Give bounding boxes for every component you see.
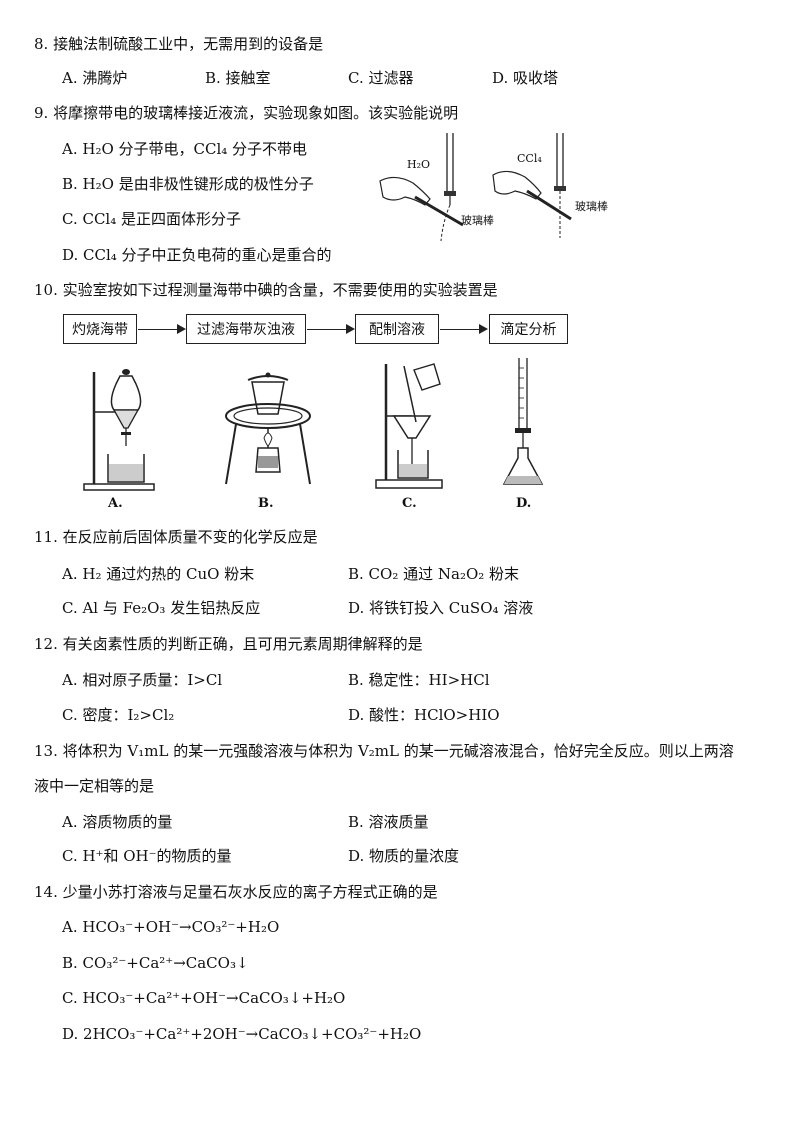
- q11-stem: 11. 在反应前后固体质量不变的化学反应是: [34, 528, 318, 546]
- flow-step-titration: 滴定分析: [489, 314, 568, 344]
- q13-stem-line2: 液中一定相等的是: [34, 777, 155, 795]
- q9-ccl4-label: CCl₄: [517, 152, 542, 165]
- apparatus-d-label: D.: [516, 496, 532, 511]
- apparatus-b-label: B.: [258, 496, 274, 511]
- flow-step-filter: 过滤海带灰浊液: [186, 314, 306, 344]
- q14-stem: 14. 少量小苏打溶液与足量石灰水反应的离子方程式正确的是: [34, 883, 438, 901]
- q10-stem: 10. 实验室按如下过程测量海带中碘的含量，不需要使用的实验装置是: [34, 281, 498, 299]
- q11-option-d: D. 将铁钉投入 CuSO₄ 溶液: [348, 599, 534, 617]
- q9-option-d: D. CCl₄ 分子中正负电荷的重心是重合的: [62, 246, 332, 264]
- q8-option-b: B. 接触室: [205, 69, 271, 87]
- q9-option-a: A. H₂O 分子带电，CCl₄ 分子不带电: [62, 140, 308, 158]
- apparatus-b-crucible-tripod: [225, 372, 311, 485]
- q8-stem: 8. 接触法制硫酸工业中，无需用到的设备是: [34, 35, 324, 53]
- q13-stem-line1: 13. 将体积为 V₁mL 的某一元强酸溶液与体积为 V₂mL 的某一元碱溶液混…: [34, 742, 734, 760]
- apparatus-c-filtration: [375, 363, 443, 489]
- q14-option-b: B. CO₃²⁻+Ca²⁺→CaCO₃↓: [62, 954, 249, 972]
- q13-option-b: B. 溶液质量: [348, 813, 429, 831]
- glass-rod-experiment-illustration: [379, 133, 572, 242]
- q9-rod-label-left: 玻璃棒: [461, 214, 494, 227]
- q12-option-d: D. 酸性：HClO>HIO: [348, 706, 500, 724]
- q9-rod-label-right: 玻璃棒: [575, 200, 608, 213]
- apparatus-a-label: A.: [108, 496, 123, 511]
- q11-option-a: A. H₂ 通过灼热的 CuO 粉末: [62, 565, 255, 583]
- q8-option-a: A. 沸腾炉: [62, 69, 128, 87]
- q11-option-c: C. Al 与 Fe₂O₃ 发生铝热反应: [62, 599, 261, 617]
- q12-option-a: A. 相对原子质量：I>Cl: [62, 671, 223, 689]
- q12-stem: 12. 有关卤素性质的判断正确，且可用元素周期律解释的是: [34, 635, 423, 653]
- q13-option-c: C. H⁺和 OH⁻的物质的量: [62, 847, 232, 865]
- q9-option-b: B. H₂O 是由非极性键形成的极性分子: [62, 175, 314, 193]
- q14-option-a: A. HCO₃⁻+OH⁻→CO₃²⁻+H₂O: [62, 918, 280, 936]
- q8-option-c: C. 过滤器: [348, 69, 414, 87]
- apparatus-d-titration: [502, 358, 544, 485]
- q13-option-d: D. 物质的量浓度: [348, 847, 460, 865]
- flow-step-burn-kelp: 灼烧海带: [63, 314, 137, 344]
- q9-option-c: C. CCl₄ 是正四面体形分子: [62, 210, 242, 228]
- q8-option-d: D. 吸收塔: [492, 69, 559, 87]
- q11-option-b: B. CO₂ 通过 Na₂O₂ 粉末: [348, 565, 520, 583]
- q9-stem: 9. 将摩擦带电的玻璃棒接近液流，实验现象如图。该实验能说明: [34, 104, 459, 122]
- q13-option-a: A. 溶质物质的量: [62, 813, 173, 831]
- q14-option-c: C. HCO₃⁻+Ca²⁺+OH⁻→CaCO₃↓+H₂O: [62, 989, 346, 1007]
- flow-arrow: [307, 324, 355, 334]
- q14-option-d: D. 2HCO₃⁻+Ca²⁺+2OH⁻→CaCO₃↓+CO₃²⁻+H₂O: [62, 1025, 422, 1043]
- flow-arrow: [138, 324, 186, 334]
- flow-arrow: [440, 324, 488, 334]
- q9-h2o-label: H₂O: [407, 158, 431, 171]
- q12-option-b: B. 稳定性：HI>HCl: [348, 671, 490, 689]
- q9-figure: H₂O CCl₄ 玻璃棒 玻璃棒: [375, 133, 655, 248]
- q12-option-c: C. 密度：I₂>Cl₂: [62, 706, 175, 724]
- apparatus-c-label: C.: [402, 496, 417, 511]
- flow-step-prepare-solution: 配制溶液: [355, 314, 439, 344]
- apparatus-a-separatory-funnel: [83, 369, 155, 491]
